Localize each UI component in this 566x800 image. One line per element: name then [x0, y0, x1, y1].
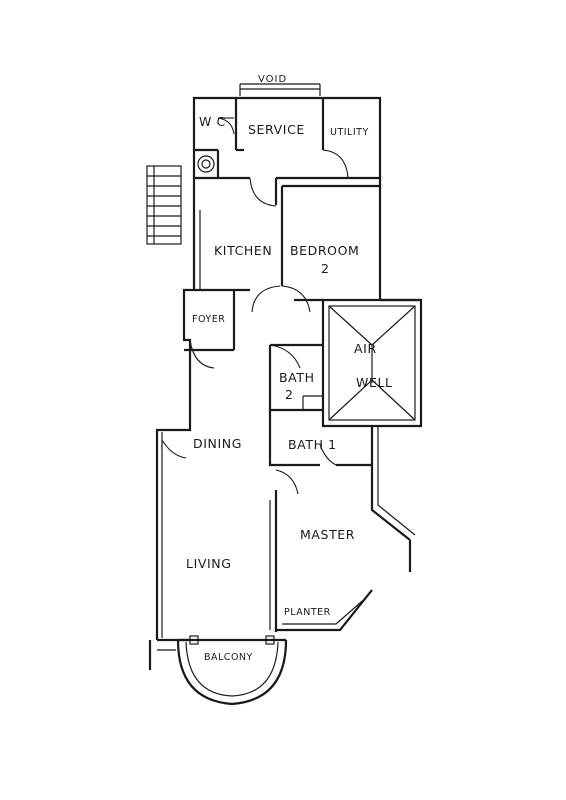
dining-label: DINING — [193, 436, 242, 451]
kitchen-label: KITCHEN — [214, 243, 272, 258]
bedroom2-label-line1: BEDROOM — [290, 243, 359, 258]
service-label: SERVICE — [248, 122, 305, 137]
exterior-stair — [146, 165, 182, 245]
bedroom2-label-line2: 2 — [321, 261, 330, 276]
bath2-label-line2: 2 — [285, 387, 294, 402]
utility-label: UTILITY — [330, 127, 369, 138]
void-label: VOID — [258, 74, 287, 85]
wc-label: W C — [199, 114, 226, 129]
void-strip — [239, 83, 321, 96]
foyer-label: FOYER — [192, 314, 225, 325]
balcony-label: BALCONY — [204, 652, 253, 663]
master-label: MASTER — [300, 527, 355, 542]
kitchen-bedroom-walls — [161, 149, 380, 495]
air-well-label-line1: AIR — [354, 341, 377, 356]
planter-label: PLANTER — [284, 607, 331, 618]
service-area-walls — [194, 98, 380, 205]
bath1-label: BATH 1 — [288, 437, 337, 452]
bath2-label-line1: BATH — [279, 370, 315, 385]
balcony-outline — [176, 635, 288, 706]
air-well-label-line2: WELL — [356, 375, 393, 390]
living-label: LIVING — [186, 556, 232, 571]
